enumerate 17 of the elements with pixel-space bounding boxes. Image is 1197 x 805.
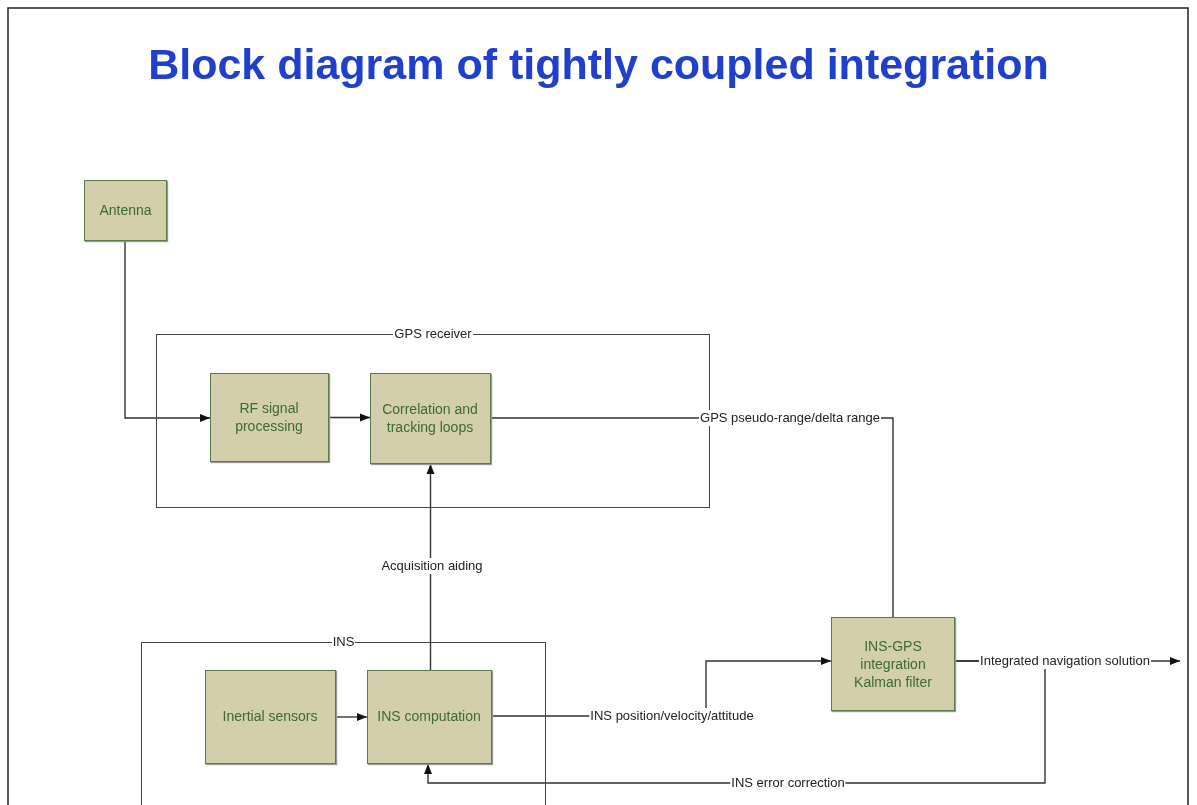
process-box: RF signal processing [209, 372, 329, 462]
process-box: INS computation [366, 669, 492, 764]
edge-label: GPS pseudo-range/delta range [699, 410, 881, 426]
arrow [124, 240, 211, 422]
process-box: Inertial sensors [204, 669, 336, 764]
arrow [328, 413, 371, 422]
arrow [426, 463, 435, 671]
edge-label: INS position/velocity/attitude [589, 708, 755, 724]
group-label: INS [331, 634, 356, 649]
edge-label: Integrated navigation solution [979, 653, 1151, 669]
arrow [335, 713, 368, 721]
edge-label: Acquisition aiding [380, 558, 484, 574]
title: Block diagram of tightly coupled integration [147, 40, 1050, 89]
group-label: GPS receiver [393, 326, 473, 341]
process-box: Correlation and tracking loops [369, 372, 491, 464]
process-box: Antenna [84, 180, 167, 241]
process-box: INS-GPS integration Kalman filter [831, 617, 955, 711]
